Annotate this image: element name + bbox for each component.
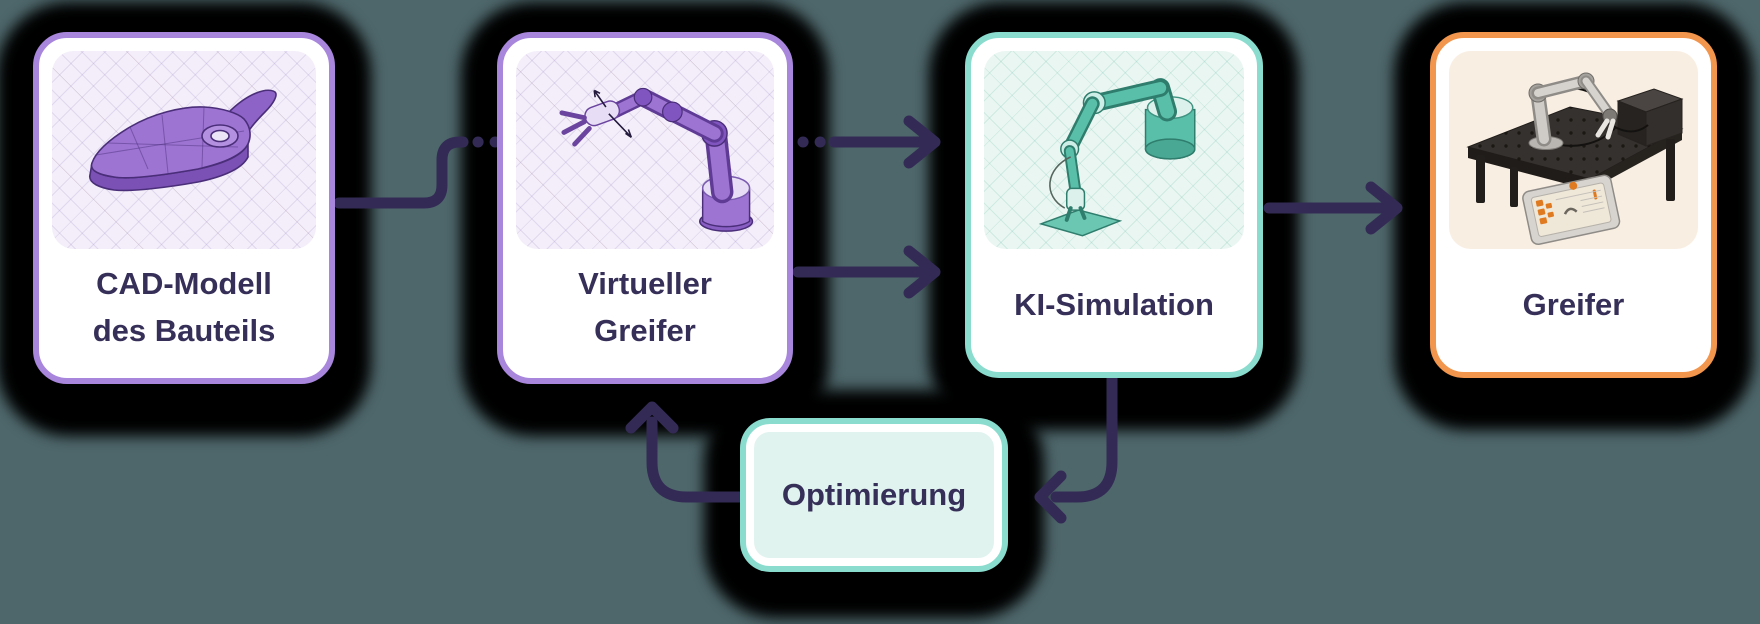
purple-robot-arm-drawing	[559, 87, 754, 232]
purple-robot-arm-illustration	[516, 51, 774, 249]
card-title: Virtueller Greifer	[516, 249, 774, 365]
card-title-line: Virtueller	[578, 266, 712, 301]
arrowhead-left-icon	[1034, 470, 1067, 524]
card-title-line: Greifer	[594, 313, 696, 348]
arrowhead-right-icon	[1365, 181, 1403, 235]
card-title: KI-Simulation	[984, 249, 1244, 359]
arrowhead-up-icon	[625, 401, 679, 434]
card-virtueller-greifer: Virtueller Greifer	[497, 32, 793, 384]
arrowhead-right-icon	[903, 115, 941, 169]
card-title-line: Greifer	[1522, 286, 1625, 322]
cad-part-illustration	[52, 51, 316, 249]
teal-robot-arm-drawing	[1038, 78, 1196, 237]
card-cad-modell: CAD-Modell des Bauteils	[33, 32, 335, 384]
arrowhead-right-icon	[903, 245, 941, 299]
robot-arm-photo	[1449, 51, 1698, 249]
card-title-line: des Bauteils	[92, 313, 276, 348]
optimierung-label: Optimierung	[746, 424, 1002, 566]
card-title-line: KI-Simulation	[1014, 286, 1214, 322]
card-ki-simulation: KI-Simulation	[965, 32, 1263, 378]
arrow-cad-to-virtual	[333, 136, 469, 209]
card-greifer: Greifer	[1430, 32, 1717, 378]
arrow-ki-to-optimierung	[1050, 372, 1118, 503]
card-title-line: CAD-Modell	[96, 266, 272, 301]
optimierung-node: Optimierung	[740, 418, 1008, 572]
robot-arm-photo-drawing	[1466, 72, 1684, 245]
teal-robot-arm-illustration	[984, 51, 1244, 249]
arrow-optimierung-to-virtual	[646, 416, 746, 503]
cad-part-drawing	[89, 89, 277, 192]
card-title: Greifer	[1449, 249, 1698, 359]
card-title: CAD-Modell des Bauteils	[52, 249, 316, 365]
